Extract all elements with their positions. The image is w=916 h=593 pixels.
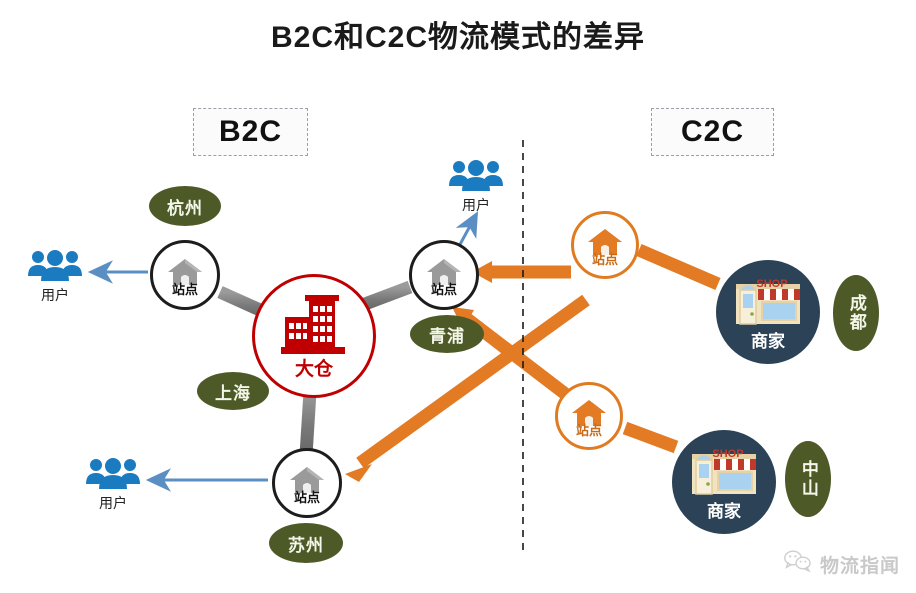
warehouse-label: 大仓 <box>294 359 333 380</box>
link-warehouse-suzhou <box>299 391 317 456</box>
section-label-c2c: C2C <box>651 108 774 156</box>
station-label: 站点 <box>430 282 457 297</box>
watermark: 物流指闻 <box>783 549 900 579</box>
user-group-label: 用户 <box>99 495 127 511</box>
warehouse-building-icon <box>275 293 353 360</box>
city-label-hangzhou: 杭州 <box>149 186 221 226</box>
user-group-bottom: 用户 <box>84 456 142 510</box>
shop-icon: SHOP <box>732 274 804 331</box>
merchant-label: 商家 <box>707 502 741 521</box>
city-label-qingpu: 青浦 <box>410 315 484 353</box>
station-label: 站点 <box>591 252 618 267</box>
station-label: 站点 <box>293 490 320 505</box>
city-label-suzhou: 苏州 <box>269 523 343 563</box>
users-icon <box>84 456 142 495</box>
user-group-label: 用户 <box>462 197 490 213</box>
city-label-zhongshan: 中山 <box>785 441 831 517</box>
node-station-hangzhou[interactable]: 站点 <box>150 240 220 310</box>
node-warehouse-shanghai[interactable]: 大仓 <box>252 274 376 398</box>
svg-text:SHOP: SHOP <box>712 448 743 460</box>
wechat-icon <box>783 549 813 579</box>
station-label: 站点 <box>171 282 198 297</box>
node-station-qingpu[interactable]: 站点 <box>409 240 479 310</box>
city-label-shanghai: 上海 <box>197 372 269 410</box>
city-label-chengdu: 成都 <box>833 275 879 351</box>
node-station-suzhou[interactable]: 站点 <box>272 448 342 518</box>
house-icon <box>426 254 462 286</box>
section-label-b2c: B2C <box>193 108 308 156</box>
route-station-top-to-qingpu <box>472 261 571 283</box>
node-station-c2c-bottom[interactable]: 站点 <box>555 382 623 450</box>
house-icon <box>571 395 607 427</box>
house-icon <box>587 224 623 256</box>
house-icon <box>167 254 203 286</box>
route-zhongshan-to-station-bottom <box>622 421 679 454</box>
node-station-c2c-top[interactable]: 站点 <box>571 211 639 279</box>
svg-text:SHOP: SHOP <box>756 278 787 290</box>
shop-icon: SHOP <box>688 444 760 501</box>
merchant-label: 商家 <box>751 332 785 351</box>
watermark-text: 物流指闻 <box>819 555 900 577</box>
user-group-top: 用户 <box>447 158 505 212</box>
page-title: B2C和C2C物流模式的差异 <box>270 21 646 54</box>
route-chengdu-to-station-top <box>636 244 721 290</box>
node-merchant-zhongshan[interactable]: SHOP 商家 <box>672 430 776 534</box>
user-group-label: 用户 <box>41 287 69 303</box>
users-icon <box>26 248 84 287</box>
station-label: 站点 <box>575 423 602 438</box>
user-group-left: 用户 <box>26 248 84 302</box>
route-station-top-to-suzhou <box>345 294 590 482</box>
users-icon <box>447 158 505 197</box>
node-merchant-chengdu[interactable]: SHOP 商家 <box>716 260 820 364</box>
house-icon <box>289 462 325 494</box>
